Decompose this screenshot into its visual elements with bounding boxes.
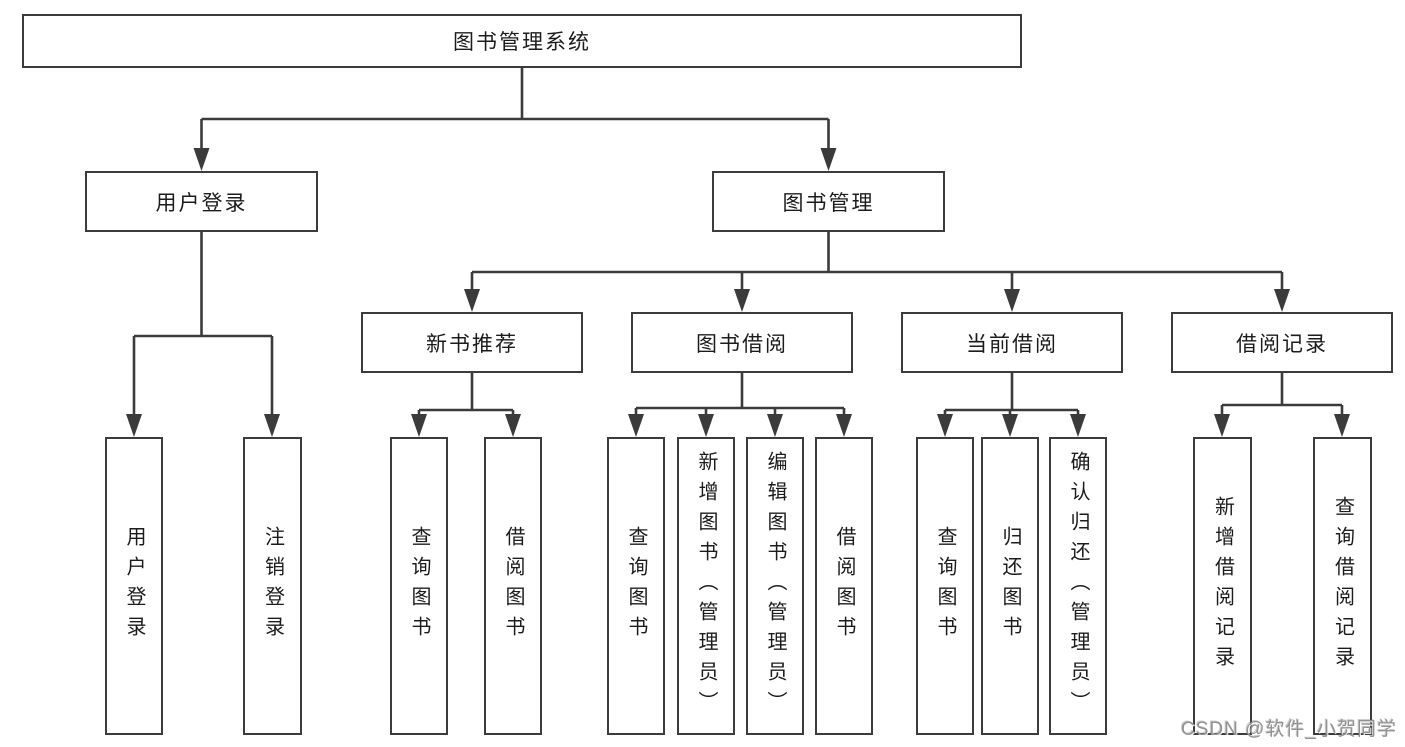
node-book-borrowing: 图书借阅 [631,312,853,373]
node-label: 查询图书 [934,526,956,646]
arrowhead-icon [937,414,953,437]
leaf-query-borrow-record: 查询借阅记录 [1313,437,1372,735]
node-label: 确认归还（管理员） [1067,451,1089,721]
connector-current-borrow-to-leaves [937,373,1086,437]
node-new-book-recommendation: 新书推荐 [361,312,583,373]
node-label: 新增图书（管理员） [695,451,717,721]
arrowhead-icon [698,414,714,437]
arrowhead-icon [628,414,644,437]
leaf-user-login: 用户登录 [105,437,163,735]
node-label: 借阅图书 [833,526,855,646]
arrowhead-icon [505,414,521,437]
node-label: 图书管理系统 [453,31,591,54]
connector-new-book-rec-to-leaves [411,373,521,437]
leaf-logout: 注销登录 [243,437,302,735]
connector-borrow-records-to-leaves [1214,373,1350,437]
arrowhead-icon [734,289,750,312]
node-label: 查询借阅记录 [1331,496,1354,676]
connector-book-borrow-to-leaves [628,373,852,437]
node-label: 归还图书 [999,526,1021,646]
node-label: 查询图书 [408,526,430,646]
arrowhead-icon [464,289,480,312]
node-label: 图书借阅 [696,332,788,356]
node-user-login: 用户登录 [85,171,318,232]
node-label: 新书推荐 [426,332,518,356]
node-label: 查询图书 [625,526,647,646]
arrowhead-icon [1002,414,1018,437]
leaf-borrow-books-rec: 借阅图书 [484,437,542,735]
arrowhead-icon [767,414,783,437]
node-book-management: 图书管理 [712,171,945,232]
leaf-borrow-books: 借阅图书 [815,437,873,735]
node-label: 图书管理 [782,191,875,215]
node-label: 借阅图书 [502,526,524,646]
leaf-query-books-borrow: 查询图书 [607,437,665,735]
node-label: 新增借阅记录 [1211,496,1234,676]
node-label: 用户登录 [155,191,248,215]
arrowhead-icon [1070,414,1086,437]
arrowhead-icon [1334,414,1350,437]
arrowhead-icon [1004,289,1020,312]
leaf-add-books-admin: 新增图书（管理员） [677,437,735,735]
leaf-add-borrow-record: 新增借阅记录 [1193,437,1252,735]
node-label: 用户登录 [123,526,145,646]
arrowhead-icon [264,414,280,437]
connector-book-mgmt-to-level3 [464,232,1290,312]
arrowhead-icon [193,148,210,171]
node-library-management-system: 图书管理系统 [22,14,1022,68]
leaf-query-books-rec: 查询图书 [390,437,448,735]
leaf-return-books: 归还图书 [981,437,1039,735]
leaf-confirm-return-admin: 确认归还（管理员） [1049,437,1107,735]
node-label: 注销登录 [261,526,284,646]
csdn-watermark: CSDN @软件_小贺同学 [1181,719,1397,740]
arrowhead-icon [820,148,837,171]
leaf-edit-books-admin: 编辑图书（管理员） [746,437,804,735]
arrowhead-icon [1214,414,1230,437]
leaf-query-books-current: 查询图书 [916,437,974,735]
node-label: 编辑图书（管理员） [764,451,786,721]
node-borrowing-records: 借阅记录 [1171,312,1393,373]
arrowhead-icon [836,414,852,437]
arrowhead-icon [126,414,142,437]
arrowhead-icon [411,414,427,437]
node-label: 当前借阅 [966,332,1058,356]
node-current-borrowing: 当前借阅 [901,312,1123,373]
connector-user-login-to-leaves [126,232,280,437]
connector-root-to-level2 [193,68,837,171]
node-label: 借阅记录 [1236,332,1328,356]
arrowhead-icon [1274,289,1290,312]
